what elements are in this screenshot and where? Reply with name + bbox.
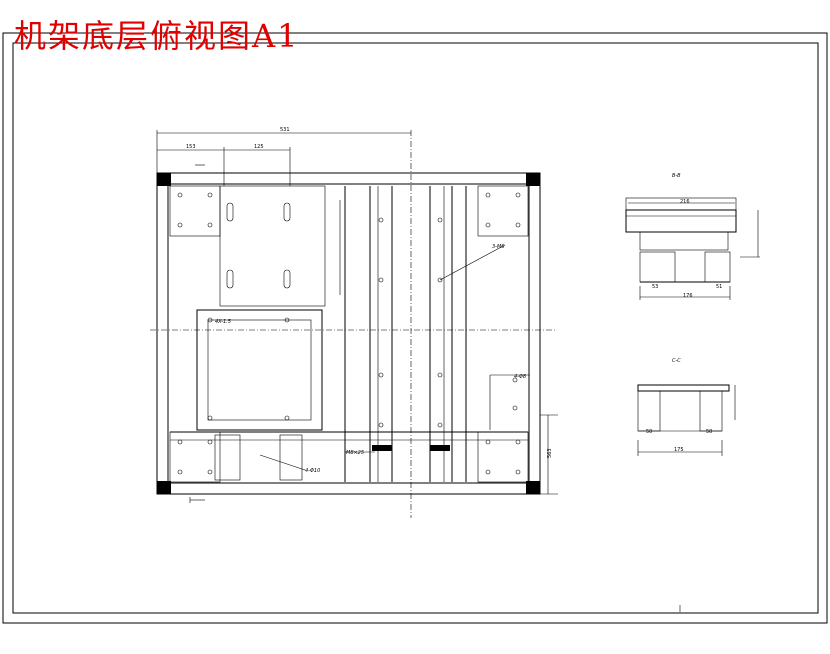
section-b-b: B-B 216 176 53 51 bbox=[625, 173, 760, 300]
bb-dim-right: 51 bbox=[716, 284, 722, 290]
drawing-title: 机架底层俯视图A1 bbox=[14, 17, 300, 55]
cc-dim-left: 50 bbox=[646, 429, 652, 435]
bolt-holes bbox=[177, 192, 521, 475]
section-b-b-label: B-B bbox=[672, 173, 681, 179]
cc-dim-width: 175 bbox=[674, 447, 684, 453]
annotation-weld-a: 3-M6 bbox=[492, 244, 504, 250]
outer-border bbox=[2, 32, 828, 624]
dim-overall-height: 563 bbox=[547, 448, 553, 458]
dimension-lines bbox=[156, 130, 558, 503]
main-frame bbox=[156, 172, 541, 495]
dim-overall-width: 531 bbox=[280, 127, 290, 133]
bb-dim-top: 216 bbox=[680, 199, 690, 205]
cc-dim-right: 50 bbox=[706, 429, 712, 435]
dim-left-offset: 153 bbox=[186, 144, 196, 150]
dim-left-span: 125 bbox=[254, 144, 264, 150]
annotation-weld-c: 4-Φ8 bbox=[514, 374, 526, 380]
section-c-c: C-C 175 50 50 bbox=[637, 358, 736, 456]
section-c-c-label: C-C bbox=[672, 358, 681, 364]
annotation-bolt: M8×25 bbox=[346, 450, 364, 456]
inner-border bbox=[12, 42, 819, 614]
annotation-weld-d: 4X-1.5 bbox=[215, 319, 231, 325]
bb-dim-bottom: 176 bbox=[683, 293, 693, 299]
bb-dim-left: 53 bbox=[652, 284, 658, 290]
annotation-weld-b: 4-Φ10 bbox=[305, 468, 320, 474]
